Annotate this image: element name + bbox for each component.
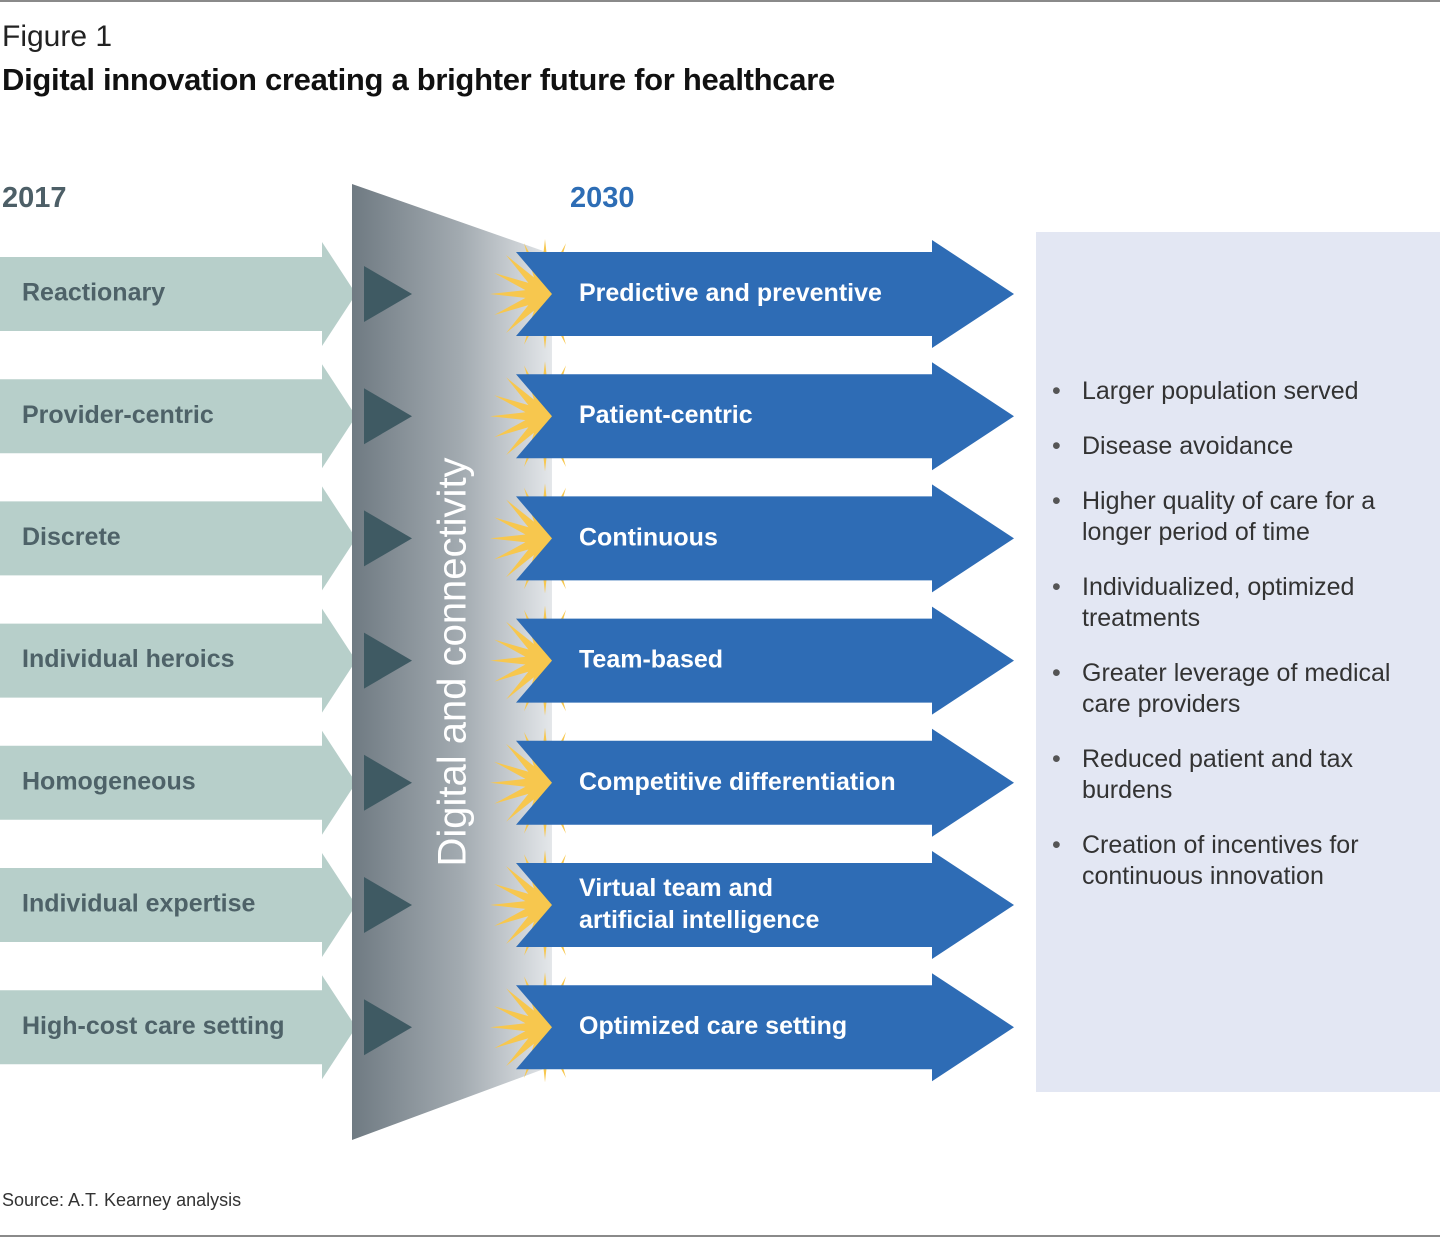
pointer-triangle <box>364 266 412 322</box>
benefit-item: • Reduced patient and tax burdens <box>1052 744 1432 806</box>
arrow-2017 <box>0 730 356 835</box>
label-2030: Competitive differentiation <box>579 767 896 795</box>
label-2017: Individual expertise <box>22 890 256 918</box>
label-2030: Optimized care setting <box>579 1012 847 1040</box>
bullet-icon: • <box>1052 745 1061 773</box>
label-2030-line: Predictive and preventive <box>579 279 882 307</box>
bullet-icon: • <box>1052 573 1061 601</box>
arrow-2017 <box>0 364 356 469</box>
arrow-2030 <box>516 973 1014 1082</box>
bullet-icon: • <box>1052 659 1061 687</box>
benefits-panel: • Larger population served • Disease avoida… <box>1036 232 1440 1092</box>
bottom-rule <box>0 1235 1440 1237</box>
benefit-item: • Higher quality of care for a longer per… <box>1052 486 1432 548</box>
label-2017: Provider-centric <box>22 401 214 429</box>
benefit-text: Larger population served <box>1082 377 1359 405</box>
label-2017: Homogeneous <box>22 767 196 795</box>
benefit-text: Individualized, optimized treatments <box>1082 573 1355 632</box>
label-2030-line: Optimized care setting <box>579 1012 847 1040</box>
label-2030: Virtual team and artificial intelligence <box>579 874 819 934</box>
benefit-text: Disease avoidance <box>1082 432 1294 460</box>
benefit-item: • Larger population served <box>1052 376 1432 407</box>
label-2017: Discrete <box>22 523 121 551</box>
pointer-triangle <box>364 754 412 811</box>
figure-label: Figure 1 <box>2 20 113 53</box>
arrow-2017 <box>0 608 356 713</box>
bullet-icon: • <box>1052 377 1061 405</box>
bullet-icon: • <box>1052 432 1061 460</box>
label-2030: Team-based <box>579 645 723 673</box>
label-2030-line: Virtual team and <box>579 874 773 902</box>
pointer-triangle <box>364 999 412 1056</box>
bullet-icon: • <box>1052 831 1061 859</box>
pointer-triangle <box>364 388 412 445</box>
benefit-item: • Greater leverage of medical care provid… <box>1052 658 1432 720</box>
label-2017: Reactionary <box>22 279 165 307</box>
arrow-2030 <box>516 362 1014 471</box>
arrow-2030 <box>516 728 1014 837</box>
arrow-2030 <box>516 240 1014 348</box>
top-rule <box>0 0 1440 2</box>
label-2030-line: Patient-centric <box>579 401 753 429</box>
arrow-2030 <box>516 851 1014 959</box>
arrow-2017 <box>0 242 356 346</box>
label-2030: Predictive and preventive <box>579 279 882 307</box>
label-2017: Individual heroics <box>22 645 235 673</box>
benefit-text: Creation of incentives for continuous in… <box>1082 831 1359 890</box>
label-2030-line: Continuous <box>579 523 718 551</box>
transformation-diagram: ReactionaryProvider-centricDiscreteIndiv… <box>0 184 1014 1140</box>
funnel-label: Digital and connectivity <box>431 457 475 866</box>
arrow-2017 <box>0 975 356 1080</box>
label-2030-line: artificial intelligence <box>579 906 819 934</box>
label-2017: High-cost care setting <box>22 1012 285 1040</box>
bullet-icon: • <box>1052 487 1061 515</box>
pointer-triangle <box>364 877 412 933</box>
label-2030-line: Competitive differentiation <box>579 767 896 795</box>
pointer-triangle <box>364 632 412 689</box>
source-note: Source: A.T. Kearney analysis <box>2 1190 242 1210</box>
benefit-item: • Creation of incentives for continuous i… <box>1052 830 1432 892</box>
year-2030-label: 2030 <box>570 182 635 214</box>
figure-title: Digital innovation creating a brighter f… <box>2 62 835 97</box>
arrow-2017 <box>0 853 356 957</box>
label-2030: Continuous <box>579 523 718 551</box>
benefit-text: Greater leverage of medical care provide… <box>1082 659 1391 718</box>
benefits-list: • Larger population served • Disease avoida… <box>1052 376 1432 916</box>
label-2030-line: Team-based <box>579 645 723 673</box>
benefit-item: • Individualized, optimized treatments <box>1052 572 1432 634</box>
pointer-triangle <box>364 510 412 567</box>
year-2017-label: 2017 <box>2 182 67 214</box>
label-2030: Patient-centric <box>579 401 753 429</box>
arrow-2030 <box>516 484 1014 593</box>
benefit-text: Reduced patient and tax burdens <box>1082 745 1354 804</box>
benefit-text: Higher quality of care for a longer peri… <box>1082 487 1376 546</box>
arrow-2017 <box>0 486 356 591</box>
arrow-2030 <box>516 606 1014 715</box>
benefit-item: • Disease avoidance <box>1052 431 1432 462</box>
